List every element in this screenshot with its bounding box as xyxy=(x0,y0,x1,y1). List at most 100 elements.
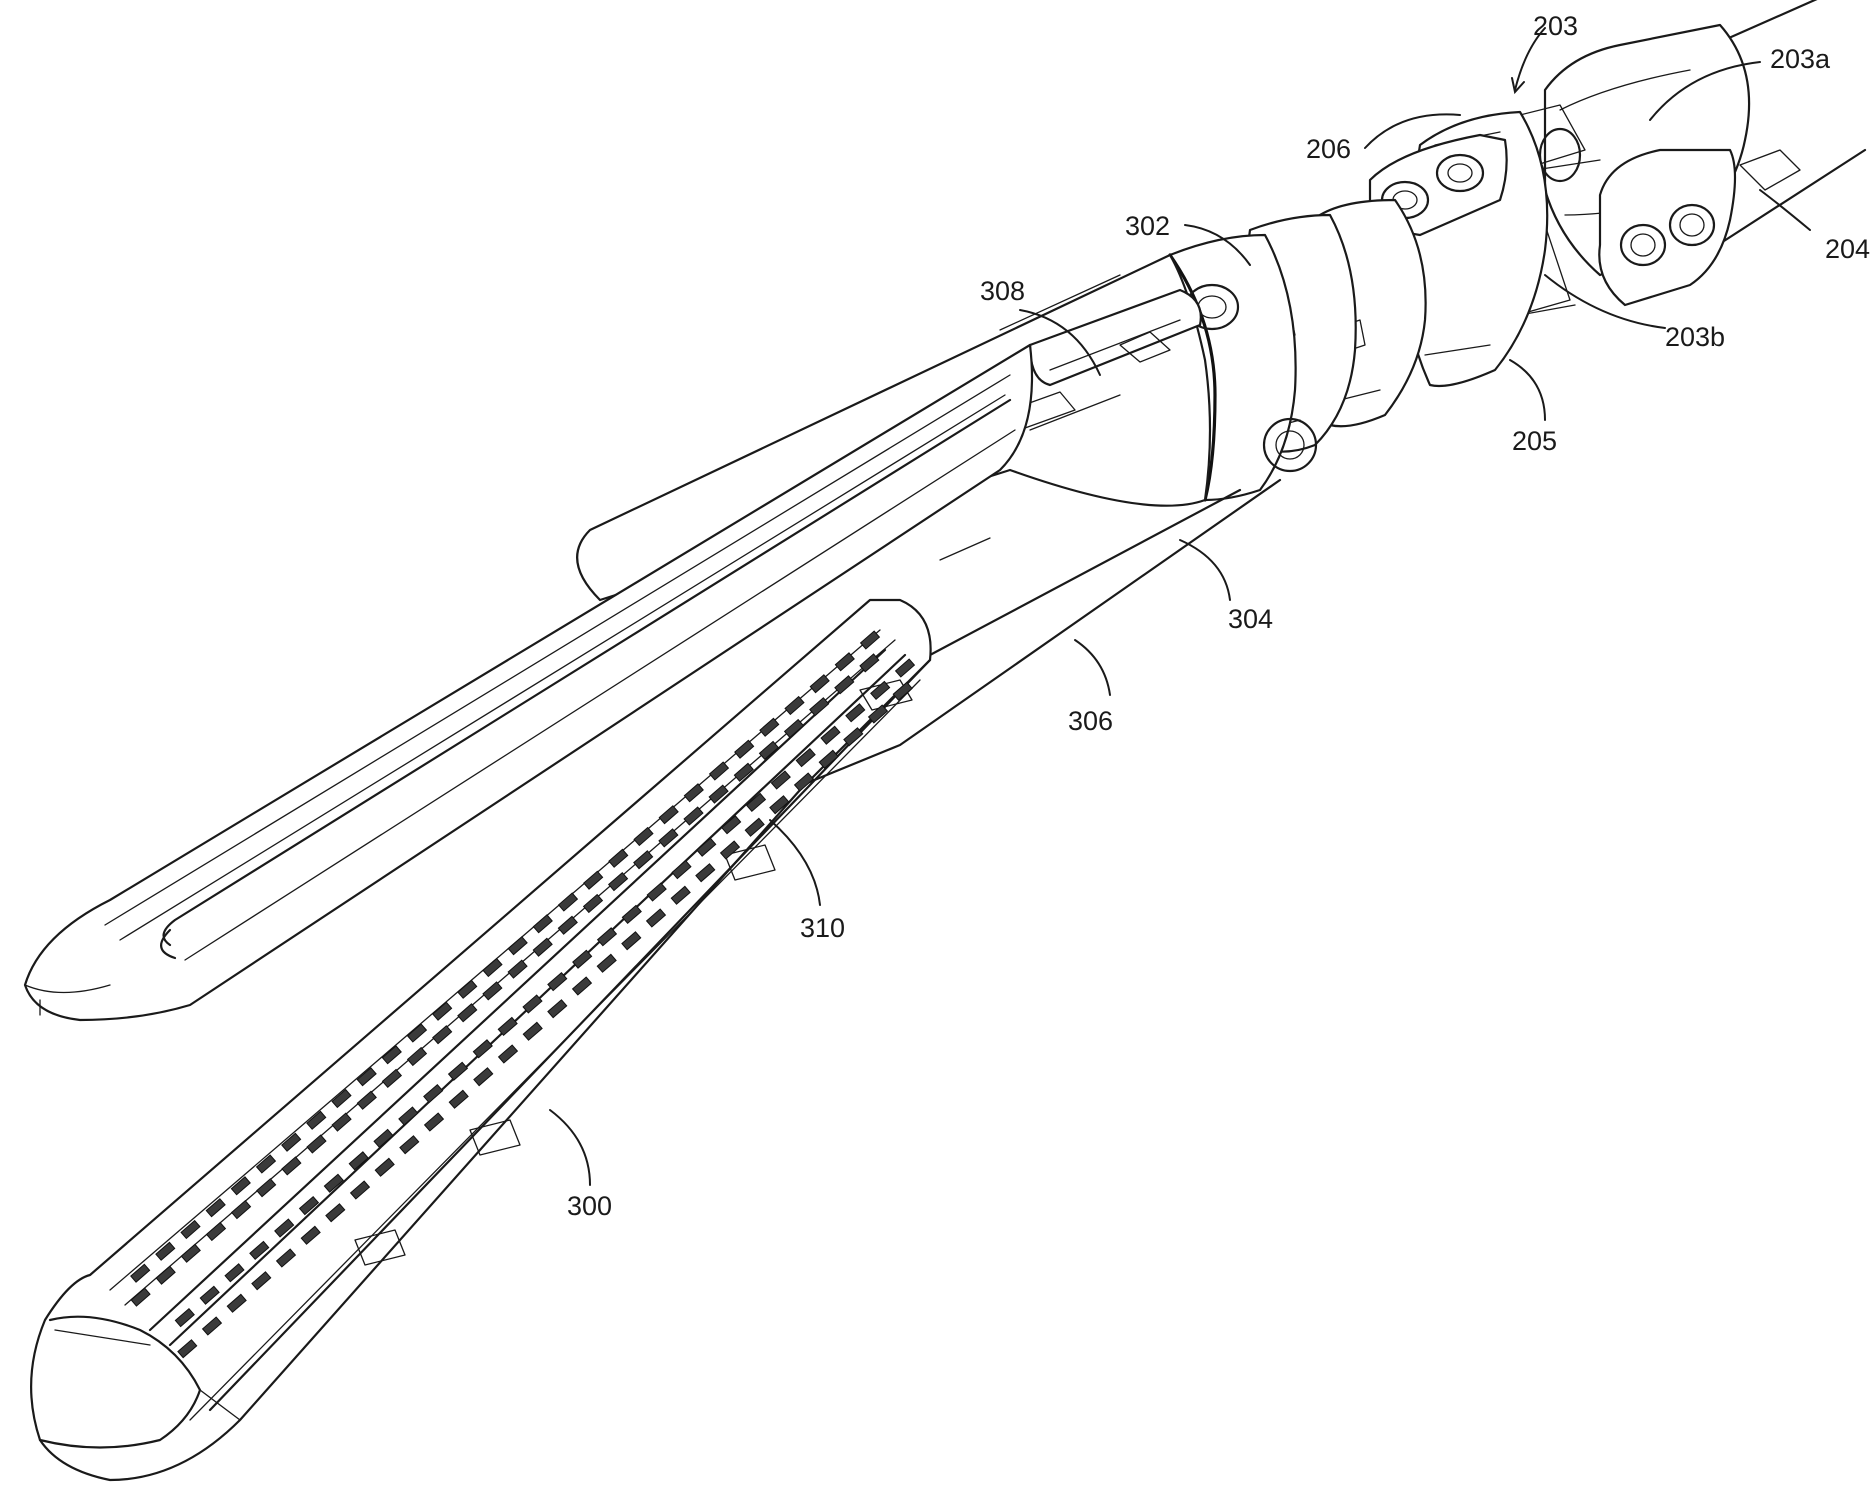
staple-pocket xyxy=(255,1154,277,1174)
staple-pocket xyxy=(744,817,765,837)
staple-pocket xyxy=(230,1199,252,1220)
staple-pocket xyxy=(734,739,755,759)
staple-pocket xyxy=(769,795,790,815)
articulation-joint-203 xyxy=(1238,23,1751,453)
leader-206 xyxy=(1364,113,1461,149)
staple-pocket xyxy=(275,1248,297,1268)
staple-pocket xyxy=(759,717,780,737)
staple-pocket xyxy=(719,840,741,860)
staple-pocket xyxy=(645,908,667,928)
staple-pocket xyxy=(507,936,528,956)
label-308: 308 xyxy=(980,276,1025,306)
staple-pocket xyxy=(670,885,691,905)
staple-pocket xyxy=(457,979,478,999)
staple-pocket xyxy=(784,695,805,716)
staple-pocket xyxy=(532,914,553,934)
staple-pocket xyxy=(180,1243,201,1263)
staple-pocket xyxy=(399,1135,420,1155)
staple-pocket xyxy=(155,1265,176,1285)
staple-pocket xyxy=(226,1293,247,1313)
staple-pocket xyxy=(473,1067,494,1087)
staple-pocket xyxy=(423,1112,445,1132)
staple-pockets-310 xyxy=(130,630,916,1359)
staple-pocket xyxy=(348,1151,369,1171)
staple-pocket xyxy=(607,871,629,892)
label-205: 205 xyxy=(1512,426,1557,456)
label-306: 306 xyxy=(1068,706,1113,736)
staple-pocket xyxy=(306,1134,327,1154)
staple-pocket xyxy=(230,1176,251,1196)
staple-pocket xyxy=(758,740,780,761)
staple-pocket xyxy=(721,815,742,835)
staple-pocket xyxy=(859,653,880,673)
staple-pocket xyxy=(374,1157,395,1177)
staple-pocket xyxy=(482,981,503,1001)
staple-pocket xyxy=(482,957,503,978)
staple-pocket xyxy=(843,727,864,747)
staple-pocket xyxy=(795,747,816,768)
staple-pocket xyxy=(432,1025,453,1045)
staple-pocket xyxy=(695,863,716,883)
staple-pocket xyxy=(130,1287,151,1307)
staple-pocket xyxy=(331,1112,352,1132)
staple-pocket xyxy=(507,959,528,979)
staple-pocket xyxy=(298,1195,320,1216)
staple-pocket xyxy=(621,904,642,925)
staple-pocket xyxy=(174,1307,195,1328)
staple-pocket xyxy=(130,1263,151,1283)
leader-304 xyxy=(1179,539,1231,601)
staple-pocket xyxy=(793,772,815,792)
staple-pocket xyxy=(783,718,805,739)
pin-icon xyxy=(1262,417,1318,473)
staple-pocket xyxy=(671,859,692,880)
staple-pocket xyxy=(633,850,654,870)
leader-204 xyxy=(1759,189,1811,231)
staple-pocket xyxy=(447,1061,469,1081)
staple-pocket xyxy=(683,806,704,826)
staple-pocket xyxy=(870,680,891,701)
staple-pocket xyxy=(356,1067,377,1087)
arrowhead-203 xyxy=(1511,77,1525,95)
staple-pocket xyxy=(398,1106,419,1126)
staple-pocket xyxy=(572,949,593,969)
staple-pocket xyxy=(583,870,604,890)
staple-pocket xyxy=(373,1128,394,1149)
staple-pocket xyxy=(582,893,604,914)
staple-pocket xyxy=(406,1046,428,1067)
staple-pocket xyxy=(497,1044,519,1064)
staple-pocket xyxy=(325,1203,346,1223)
leader-lines xyxy=(549,27,1811,1186)
leader-302 xyxy=(1184,224,1251,266)
staple-pocket xyxy=(155,1241,176,1261)
leader-203 xyxy=(1514,27,1546,91)
staple-pocket xyxy=(745,792,767,813)
label-300: 300 xyxy=(567,1191,612,1221)
staple-pocket xyxy=(251,1271,272,1291)
staple-pocket xyxy=(658,805,679,825)
staple-pocket xyxy=(894,658,916,678)
staple-pocket xyxy=(224,1263,245,1283)
staple-pocket xyxy=(818,749,839,769)
staple-pocket xyxy=(845,703,866,723)
staple-pocket xyxy=(733,762,754,782)
rivet-icon xyxy=(1619,223,1667,267)
staple-pocket xyxy=(532,937,553,957)
staple-pocket xyxy=(522,1021,543,1041)
rivet-icon xyxy=(1435,153,1485,193)
staple-pocket xyxy=(256,1178,277,1198)
staple-pocket xyxy=(472,1039,493,1059)
staple-pocket xyxy=(432,1001,453,1021)
staple-pocket xyxy=(522,994,543,1014)
staple-pocket xyxy=(199,1285,220,1305)
staple-pocket xyxy=(177,1339,198,1359)
label-206: 206 xyxy=(1306,134,1351,164)
leader-203b xyxy=(1544,274,1666,329)
staple-pocket xyxy=(646,882,667,902)
label-203: 203 xyxy=(1533,11,1578,41)
label-204: 204 xyxy=(1825,234,1870,264)
staple-pocket xyxy=(205,1221,227,1242)
label-304: 304 xyxy=(1228,604,1273,634)
staple-pocket xyxy=(497,1016,518,1037)
staple-pocket xyxy=(281,1132,302,1152)
staple-pocket xyxy=(349,1180,371,1200)
